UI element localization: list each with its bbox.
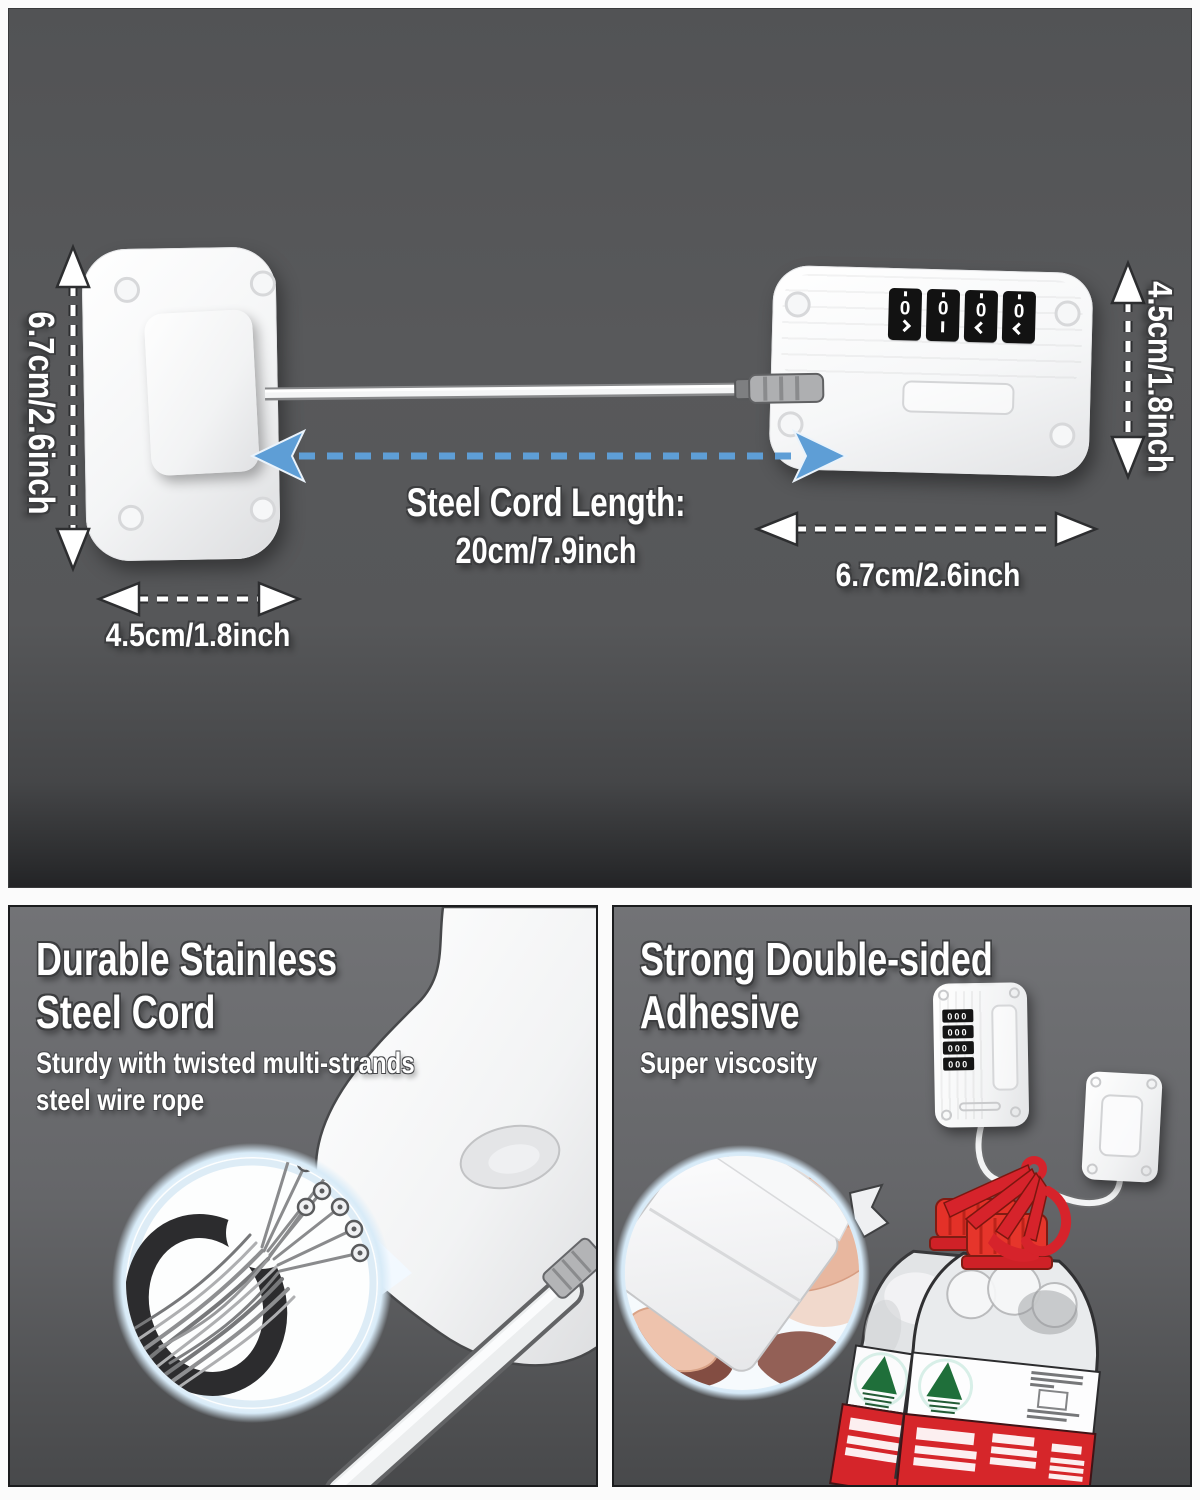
label-text-blocks	[913, 1427, 1085, 1482]
label-text-blocks	[844, 1417, 966, 1468]
screw-hole-icon	[1049, 422, 1076, 449]
wall-adhesive-pad	[1081, 1071, 1163, 1183]
screw-hole-icon	[1009, 1106, 1022, 1118]
dial-mark-icon	[1012, 321, 1026, 335]
hand-peeling-circle	[614, 1145, 870, 1401]
screw-hole-icon	[113, 276, 141, 304]
red-label-band	[829, 1402, 994, 1485]
label-info-lines	[1026, 1370, 1084, 1422]
combination-dials: 0 0 0 0	[887, 287, 1037, 344]
wall-dial-row: 000	[942, 1041, 974, 1055]
feature-description: Sturdy with twisted multi-strands steel …	[36, 1045, 415, 1119]
red-hook	[943, 1156, 1072, 1262]
water-bottle-right	[894, 1251, 1101, 1485]
screw-hole-icon	[777, 411, 804, 438]
screw-hole-icon	[117, 504, 145, 532]
feature-title-line: Steel Cord	[36, 986, 216, 1038]
shadow-blob	[756, 1331, 854, 1390]
feature-title-line: Durable Stainless	[36, 933, 338, 985]
red-label-band	[895, 1412, 1097, 1485]
feature-title: Durable Stainless Steel Cord	[36, 933, 337, 1039]
pad-buckle	[1098, 1093, 1144, 1159]
screw-hole-icon	[249, 496, 277, 523]
wire-ends	[282, 1157, 370, 1263]
thumb	[625, 1305, 720, 1373]
dial-digit: 0	[975, 299, 987, 321]
screw-hole-icon	[249, 270, 277, 297]
dial-wheel: 0	[1001, 290, 1037, 344]
cord-length-label: Steel Cord Length: 20cm/7.9inch	[356, 481, 736, 572]
pad-width-arrow	[95, 581, 303, 617]
pad-height-label: 6.7cm/2.6inch	[21, 311, 62, 515]
clip-piece	[848, 1183, 890, 1239]
screw-hole-icon	[1086, 1163, 1099, 1175]
adhesive-pad-peeling	[625, 1156, 853, 1372]
screw-hole-icon	[1008, 987, 1021, 999]
feature-title-line: Strong Double-sided	[640, 933, 993, 985]
feature-title-line: Adhesive	[640, 986, 800, 1038]
dial-digit: 0	[899, 297, 911, 319]
bottle-cap	[961, 1213, 1053, 1270]
lock-faceplate	[991, 1004, 1019, 1091]
screw-hole-icon	[1140, 1165, 1153, 1177]
screw-hole-icon	[1146, 1078, 1158, 1090]
wire-magnifier-circle	[112, 1143, 412, 1423]
dial-digit: 0	[937, 297, 949, 319]
cord-length-value: 20cm/7.9inch	[455, 530, 637, 571]
pad-width-label: 4.5cm/1.8inch	[105, 617, 291, 653]
combination-lock: 0 0 0 0	[768, 264, 1094, 478]
cord-length-arrow	[249, 428, 849, 484]
water-bottle-left	[829, 1249, 1004, 1485]
brand-tree-icon	[918, 1358, 974, 1415]
lock-closeup-shape	[314, 907, 596, 1367]
pad-buckle	[143, 308, 260, 477]
dial-wheel: 0	[887, 287, 923, 341]
fingers	[747, 1173, 859, 1293]
feature-desc-line: Sturdy with twisted multi-strands	[36, 1047, 415, 1080]
lock-height-label: 4.5cm/1.8inch	[1140, 281, 1179, 473]
lock-width-arrow	[753, 511, 1100, 547]
brand-tree-icon	[853, 1352, 909, 1409]
feature-desc-line: Super viscosity	[640, 1047, 818, 1080]
rubber-ring	[126, 1214, 288, 1396]
steel-cord	[264, 382, 754, 401]
lock-width-label: 6.7cm/2.6inch	[835, 557, 1021, 593]
dial-mark-icon	[941, 320, 945, 332]
bottle-cap	[929, 1198, 1023, 1251]
feature-panel-adhesive: 000 000 000 000 Strong Double-sided Adhe…	[612, 905, 1192, 1487]
dial-digit: 0	[1013, 300, 1025, 322]
dial-wheel: 0	[963, 289, 999, 343]
cord-ferrule	[542, 1237, 596, 1299]
feature-title: Strong Double-sided Adhesive	[640, 933, 993, 1039]
wall-dial-row: 000	[943, 1057, 975, 1071]
adhesive-pad	[81, 246, 281, 562]
dial-wheel: 0	[925, 288, 961, 342]
screw-hole-icon	[1090, 1076, 1102, 1088]
wire-strands	[126, 1157, 362, 1407]
feature-description: Super viscosity	[640, 1045, 817, 1082]
lock-slot	[958, 1101, 1001, 1112]
feature-panel-steel-cord: Durable Stainless Steel Cord Sturdy with…	[8, 905, 598, 1487]
steel-cord-closeup	[325, 1237, 596, 1485]
shadow-blob	[625, 1315, 734, 1389]
dial-mark-icon	[898, 318, 912, 332]
dimension-diagram-section: 0 0 0 0	[8, 8, 1192, 888]
dial-mark-icon	[974, 320, 988, 334]
lock-faceplate	[901, 380, 1015, 416]
cord-length-title: Steel Cord Length:	[406, 481, 686, 525]
feature-desc-line: steel wire rope	[36, 1084, 205, 1117]
